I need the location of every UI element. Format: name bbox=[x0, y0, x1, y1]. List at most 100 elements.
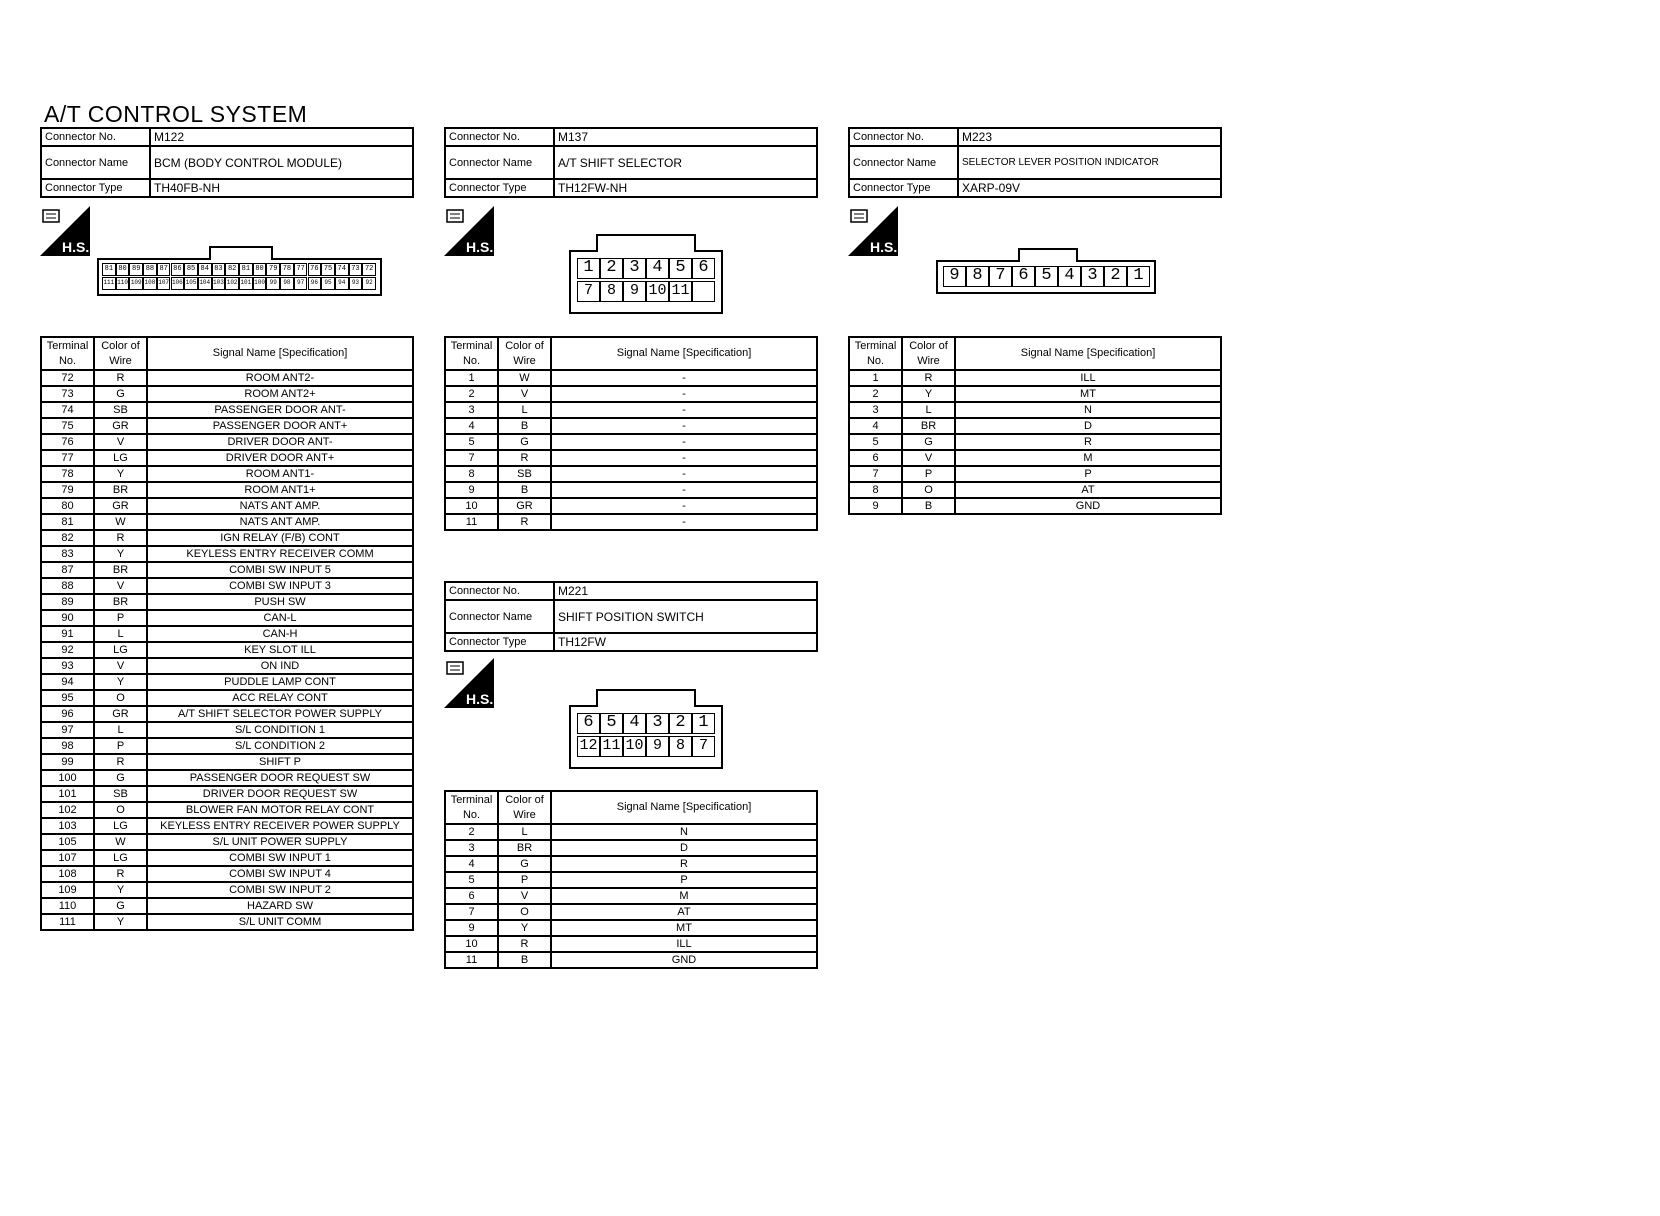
connector-pin: 1 bbox=[692, 713, 715, 734]
connector-no-label: Connector No. bbox=[848, 127, 959, 147]
connector-pin: 7 bbox=[692, 736, 715, 757]
wire-color: L bbox=[901, 401, 956, 419]
signal-name: ROOM ANT1- bbox=[146, 465, 414, 483]
wire-color: G bbox=[93, 385, 148, 403]
terminal-header: Terminal No. bbox=[444, 336, 499, 371]
signal-name: N bbox=[954, 401, 1222, 419]
terminal-no: 7 bbox=[444, 449, 499, 467]
connector-pin: 9 bbox=[623, 281, 646, 302]
connector-pin: 10 bbox=[646, 281, 669, 302]
terminal-no: 10 bbox=[444, 935, 499, 953]
connector-pin: 76 bbox=[307, 263, 322, 276]
terminal-no: 78 bbox=[40, 465, 95, 483]
connector-pin: 9 bbox=[646, 736, 669, 757]
connector-pin: 11 bbox=[600, 736, 623, 757]
terminal-no: 105 bbox=[40, 833, 95, 851]
connector-pin: 92 bbox=[362, 277, 376, 290]
terminal-no: 73 bbox=[40, 385, 95, 403]
wire-color: W bbox=[93, 833, 148, 851]
wire-color: O bbox=[497, 903, 552, 921]
connector-pin: 5 bbox=[600, 713, 623, 734]
harness-side-icon: H.S. bbox=[444, 206, 494, 256]
connector-pin: 107 bbox=[156, 277, 171, 290]
terminal-no: 76 bbox=[40, 433, 95, 451]
terminal-no: 4 bbox=[444, 417, 499, 435]
wire-color: Y bbox=[901, 385, 956, 403]
connector-type-label: Connector Type bbox=[444, 178, 555, 198]
terminal-no: 91 bbox=[40, 625, 95, 643]
connector-type-value: TH12FW bbox=[553, 632, 818, 652]
wire-color: L bbox=[497, 401, 552, 419]
signal-name: PUDDLE LAMP CONT bbox=[146, 673, 414, 691]
signal-header: Signal Name [Specification] bbox=[550, 790, 818, 825]
wire-color: GR bbox=[497, 497, 552, 515]
signal-name: D bbox=[550, 839, 818, 857]
wire-color: Y bbox=[497, 919, 552, 937]
terminal-no: 7 bbox=[444, 903, 499, 921]
signal-name: S/L CONDITION 1 bbox=[146, 721, 414, 739]
connector-pin: 5 bbox=[1035, 266, 1058, 287]
wire-color: LG bbox=[93, 641, 148, 659]
connector-no-label: Connector No. bbox=[40, 127, 151, 147]
wire-color: GR bbox=[93, 705, 148, 723]
terminal-no: 107 bbox=[40, 849, 95, 867]
page-title: A/T CONTROL SYSTEM bbox=[44, 101, 308, 127]
signal-name: COMBI SW INPUT 3 bbox=[146, 577, 414, 595]
hs-badge: H.S. bbox=[466, 691, 493, 707]
wire-color: R bbox=[497, 935, 552, 953]
terminal-no: 87 bbox=[40, 561, 95, 579]
connector-pin: 2 bbox=[600, 258, 623, 279]
harness-side-icon: H.S. bbox=[40, 206, 90, 256]
terminal-no: 93 bbox=[40, 657, 95, 675]
terminal-no: 4 bbox=[444, 855, 499, 873]
signal-name: ROOM ANT1+ bbox=[146, 481, 414, 499]
connector-pin: 1 bbox=[1127, 266, 1150, 287]
wire-color: BR bbox=[93, 561, 148, 579]
signal-name: P bbox=[954, 465, 1222, 483]
signal-name: S/L CONDITION 2 bbox=[146, 737, 414, 755]
harness-side-icon: H.S. bbox=[848, 206, 898, 256]
terminal-no: 7 bbox=[848, 465, 903, 483]
terminal-no: 96 bbox=[40, 705, 95, 723]
connector-pin: 6 bbox=[577, 713, 600, 734]
signal-header: Signal Name [Specification] bbox=[550, 336, 818, 371]
signal-name: - bbox=[550, 449, 818, 467]
connector-no-label: Connector No. bbox=[444, 581, 555, 601]
wire-color: W bbox=[497, 369, 552, 387]
connector-type-value: XARP-09V bbox=[957, 178, 1222, 198]
terminal-no: 80 bbox=[40, 497, 95, 515]
terminal-header: Terminal No. bbox=[40, 336, 95, 371]
terminal-no: 2 bbox=[444, 823, 499, 841]
terminal-no: 94 bbox=[40, 673, 95, 691]
signal-name: GND bbox=[954, 497, 1222, 515]
wire-color: G bbox=[497, 433, 552, 451]
connector-pin: 11 bbox=[669, 281, 692, 302]
terminal-no: 4 bbox=[848, 417, 903, 435]
connector-pin: 12 bbox=[577, 736, 600, 757]
connector-type-label: Connector Type bbox=[444, 632, 555, 652]
wire-color: LG bbox=[93, 817, 148, 835]
connector-pin: 89 bbox=[129, 263, 144, 276]
signal-name: - bbox=[550, 401, 818, 419]
connector-pin: 2 bbox=[1104, 266, 1127, 287]
terminal-no: 82 bbox=[40, 529, 95, 547]
